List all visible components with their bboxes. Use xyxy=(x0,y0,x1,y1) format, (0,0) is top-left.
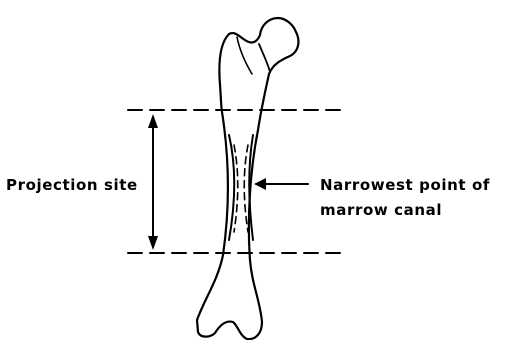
projection-site-arrow xyxy=(148,114,158,250)
marrow-canal-left-wall xyxy=(229,135,234,240)
femoral-head-detail xyxy=(259,44,270,72)
arrow-left-head xyxy=(254,178,266,190)
projection-site-label: Projection site xyxy=(6,176,138,194)
marrow-canal-right-dashes xyxy=(244,145,248,232)
arrow-up-head xyxy=(148,114,158,128)
narrowest-point-label-line1: Narrowest point of xyxy=(320,176,490,194)
femur-bone xyxy=(197,18,298,339)
arrow-down-head xyxy=(148,236,158,250)
narrowest-point-label-line2: marrow canal xyxy=(320,201,442,219)
narrowest-point-arrow xyxy=(254,178,308,190)
